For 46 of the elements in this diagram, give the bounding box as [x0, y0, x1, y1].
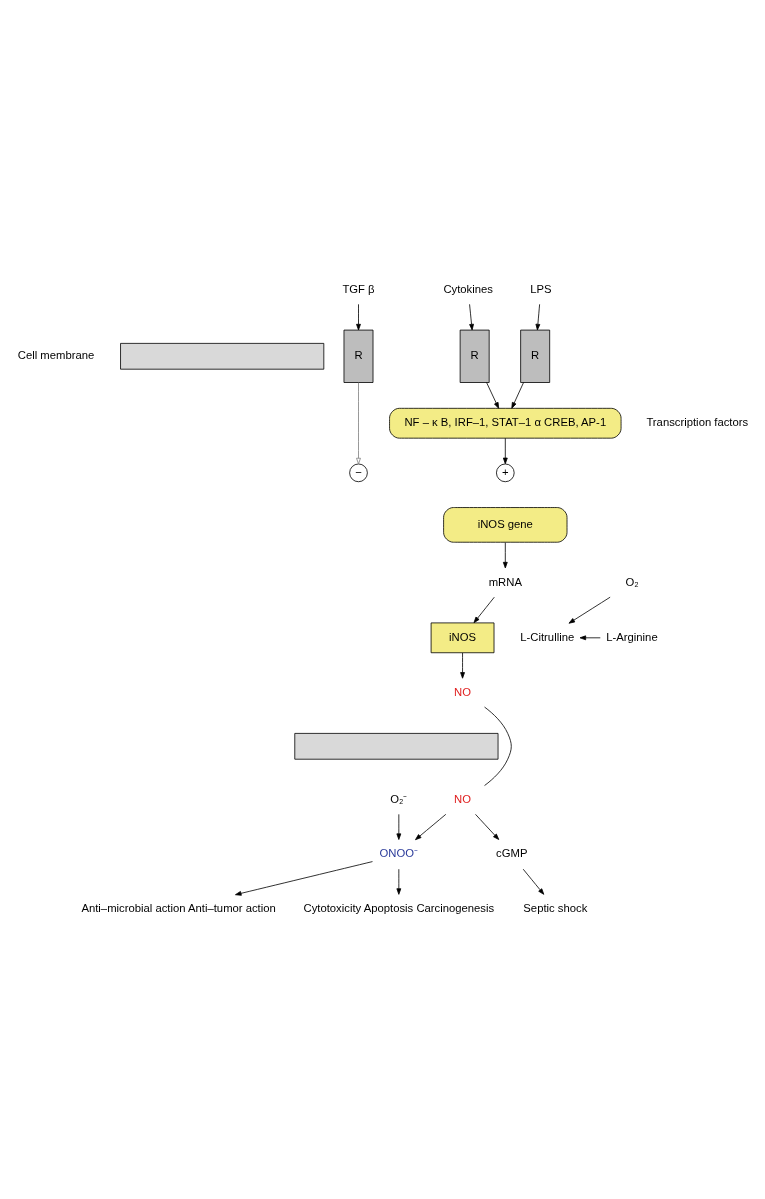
node-box: R: [520, 329, 551, 383]
node-box: iNOS gene: [443, 507, 568, 543]
node-text: mRNA: [488, 575, 522, 588]
node-bar: [120, 343, 325, 370]
connector: [484, 706, 512, 786]
arrow: [502, 542, 508, 569]
node-text: cGMP: [496, 847, 528, 860]
arrow: [579, 635, 601, 641]
arrow: [356, 382, 361, 465]
node-circle: −: [349, 463, 368, 483]
node-text: TGF β: [342, 282, 375, 295]
arrow: [396, 813, 402, 840]
node-box: R: [343, 329, 374, 383]
arrow: [469, 303, 474, 331]
arrow: [502, 437, 508, 465]
node-text: O₂: [625, 575, 639, 588]
node-text: NO: [454, 792, 472, 805]
arrow: [415, 813, 447, 841]
node-text: L-Arginine: [606, 630, 658, 643]
node-bar: [294, 733, 499, 760]
arrow: [396, 868, 402, 895]
arrow: [568, 596, 611, 624]
node-text: NO: [454, 686, 472, 699]
node-text: L-Citrulline: [520, 630, 575, 643]
arrow: [460, 652, 465, 679]
node-text: Cytokines: [443, 282, 493, 295]
arrow: [356, 303, 361, 331]
node-text: LPS: [530, 282, 552, 295]
arrow: [473, 596, 495, 624]
node-text: Anti–microbial action Anti–tumor action: [81, 902, 276, 915]
arrow: [235, 861, 373, 896]
node-text: Septic shock: [523, 902, 588, 915]
node-label: Transcription factors: [646, 416, 749, 429]
arrow: [511, 382, 524, 409]
node-label: Cell membrane: [17, 349, 95, 362]
arrow: [475, 813, 500, 840]
arrow: [535, 303, 541, 331]
node-circle: +: [496, 463, 515, 483]
node-box: NF – κ B, IRF–1, STAT–1 α CREB, AP-1: [389, 407, 622, 439]
node-box: R: [459, 329, 490, 383]
arrow: [486, 382, 500, 409]
node-text: Cytotoxicity Apoptosis Carcinogenesis: [303, 902, 495, 915]
node-text: O₂⁻: [390, 792, 408, 805]
node-box: iNOS: [430, 622, 495, 654]
arrow: [522, 868, 545, 895]
node-text: ONOO⁻: [379, 847, 419, 860]
